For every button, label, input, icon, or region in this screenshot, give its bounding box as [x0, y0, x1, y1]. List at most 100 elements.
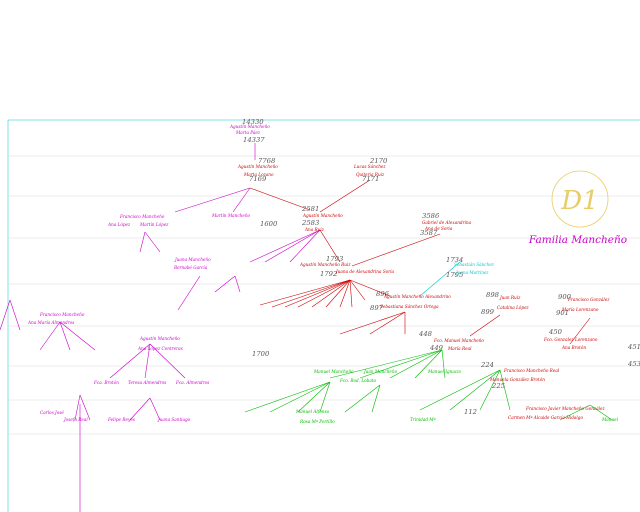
person-name: María Real [447, 346, 472, 351]
connector [9, 299, 21, 331]
connector [39, 321, 61, 351]
connector [297, 381, 331, 413]
page-title: Familia Mancheño [528, 234, 627, 246]
person-name: Juan Mancheño [363, 369, 398, 374]
person-name: Josefa Real [63, 417, 88, 422]
person-name: Francisco Javier Mancheño González [525, 406, 605, 411]
person-name: Fco. Manuel Mancheño [433, 338, 484, 343]
person-name: Quiteria Ruiz [356, 172, 385, 177]
person-name: Manuel Mancheño [313, 369, 354, 374]
connector [249, 229, 321, 263]
connectors [0, 143, 613, 512]
connector [244, 381, 331, 413]
year-label: 900 [558, 293, 572, 301]
connector [369, 311, 406, 335]
year-label: 7169 [249, 175, 267, 183]
connector [319, 229, 341, 263]
connector [264, 229, 321, 263]
person-labels: Agustín Mancheño Marta Páez Agustín Manc… [27, 124, 619, 424]
connector [232, 187, 251, 213]
person-name: Agustín Mancheño [302, 213, 343, 218]
person-name: Juana Martínez [455, 270, 489, 275]
person-name: Fca. Brotón [93, 380, 119, 385]
connector [177, 275, 201, 311]
year-label: 450 [548, 328, 563, 336]
person-name: Agustín Mancheño [229, 124, 270, 129]
connector [359, 349, 443, 379]
connector [351, 233, 441, 267]
connector [339, 279, 351, 308]
person-name: Carmen Mª Alcaide García-Hidalgo [508, 415, 583, 420]
year-label: 898 [486, 291, 500, 299]
connector [419, 369, 501, 411]
connector [249, 187, 311, 211]
year-label: 1792 [320, 270, 337, 278]
connector [109, 343, 151, 379]
person-name: Lucas Sánchez [353, 164, 386, 169]
person-name: Manuel Alfonso [295, 409, 330, 414]
connector [149, 397, 161, 421]
connector [441, 349, 446, 379]
connector [499, 369, 511, 411]
emblem-label: D1 [560, 186, 598, 216]
connector [129, 397, 151, 421]
connector [234, 275, 241, 293]
year-labels: 14330 14337 7768 7169 2170 7171 2581 258… [242, 118, 640, 416]
connector [144, 343, 151, 379]
person-name: Carlos José [40, 410, 64, 415]
connector [449, 369, 501, 411]
connector [79, 394, 91, 421]
year-label: 899 [481, 308, 495, 316]
person-name: Fco. Gonzalez Lorenzano [543, 337, 598, 342]
connector [329, 349, 443, 379]
person-name: Marta Lozano [243, 172, 274, 177]
connector [297, 279, 351, 308]
connector [259, 279, 351, 306]
person-name: Teresa Almendros [128, 380, 166, 385]
connector [139, 231, 146, 253]
connector [589, 404, 613, 421]
year-label: 897 [370, 304, 384, 312]
person-name: Agustín Mancheño [237, 164, 278, 169]
connector [59, 321, 71, 351]
person-name: Ana María Almendros [27, 320, 74, 325]
connector [344, 384, 381, 413]
connector [559, 404, 591, 421]
year-label: 2170 [369, 157, 388, 165]
year-label: 1734 [446, 256, 463, 264]
year-label: 901 [556, 309, 569, 317]
person-name: Fca. Almendros [175, 380, 209, 385]
connector [349, 279, 353, 308]
person-name: Agustín Mancheño [139, 336, 180, 341]
person-name: Martín Mancheño [211, 213, 251, 218]
emblem-circle [551, 170, 609, 228]
connector [389, 349, 443, 379]
connector [479, 369, 501, 411]
connector [414, 349, 443, 379]
person-name: Bernabé García [173, 265, 208, 270]
connector [269, 381, 331, 413]
connector [325, 279, 351, 308]
person-name: Rosa Mª Portillo [299, 419, 335, 424]
person-name: Ana Brotón [561, 345, 586, 350]
person-name: Catalina López [497, 305, 530, 310]
year-label: 112 [464, 408, 477, 416]
person-name: Agustín Mancheño Alexandrino [383, 294, 451, 299]
connector [284, 279, 351, 308]
person-name: Manuel [601, 417, 619, 422]
connector [59, 321, 96, 351]
person-name: Manuela González Brotón [489, 377, 545, 382]
year-label: 3586 [422, 212, 440, 220]
connector [149, 343, 186, 379]
connector [271, 279, 351, 308]
person-name: Agustín Mancheño Ruiz [299, 262, 351, 267]
year-label: 7768 [258, 157, 276, 165]
connector [74, 394, 81, 421]
year-label: 2581 [301, 205, 319, 213]
person-name: Juana Santiago [157, 417, 191, 422]
person-name: Francisco González [567, 297, 610, 302]
person-name: Ana López [107, 222, 131, 227]
year-label: 14337 [243, 136, 265, 144]
year-label: 448 [418, 330, 433, 338]
